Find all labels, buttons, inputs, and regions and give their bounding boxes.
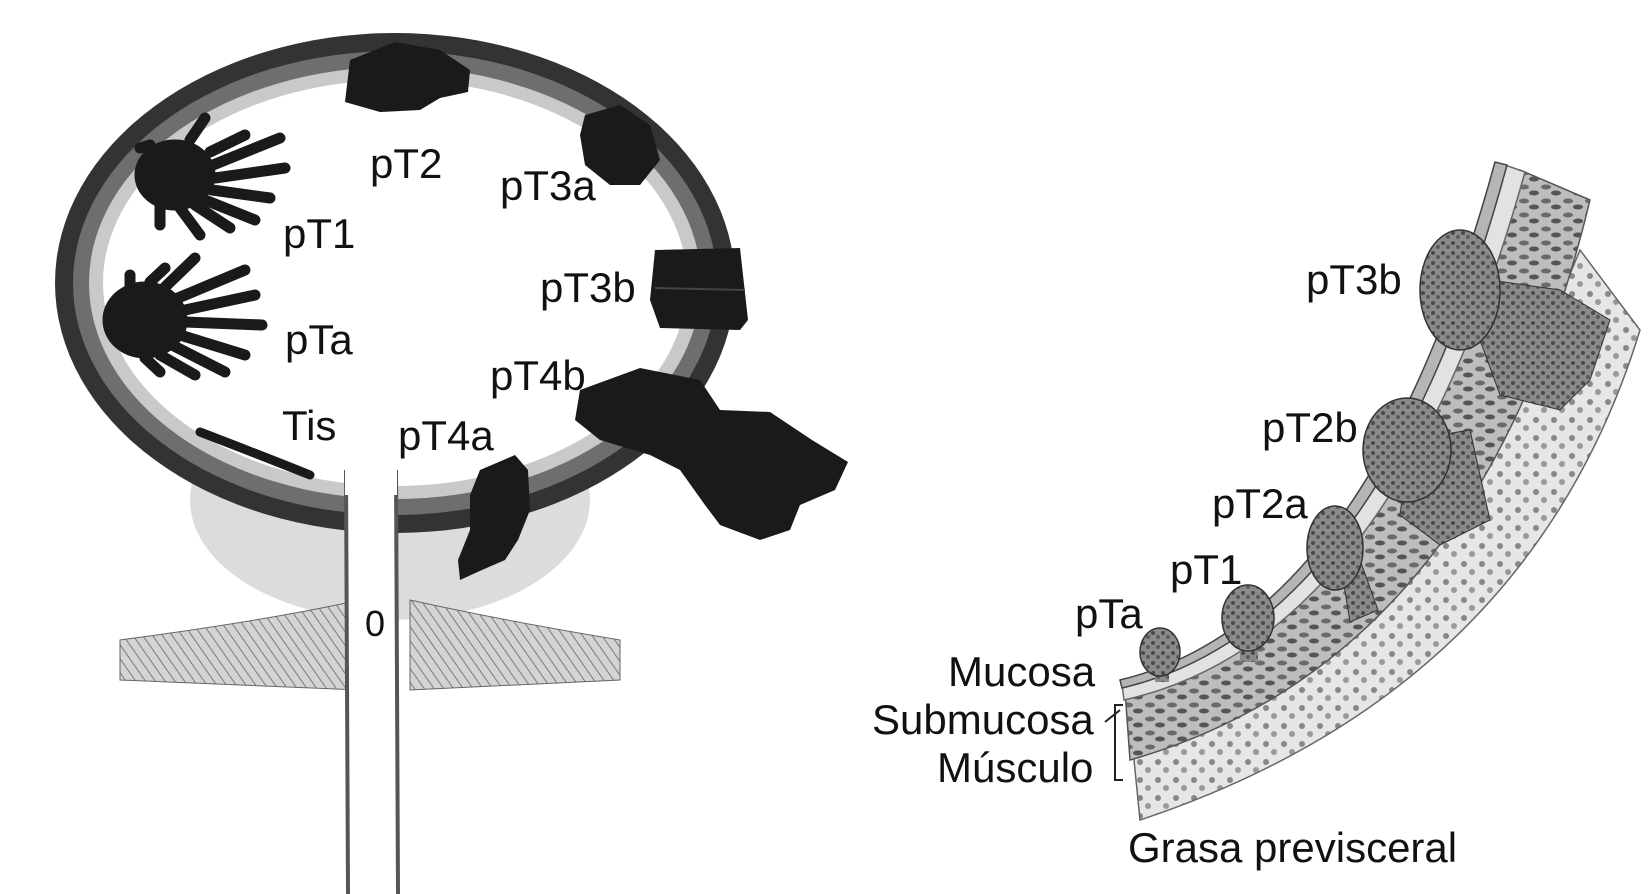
label-wall-pTa: pTa <box>1075 590 1143 637</box>
label-wall-pT2b: pT2b <box>1262 404 1358 451</box>
musculo-bracket <box>1115 705 1123 780</box>
label-pT1: pT1 <box>283 210 355 257</box>
label-pT3a: pT3a <box>500 162 596 209</box>
bladder-diagram: pT2 pT3a pT1 pT3b pTa pT4b Tis pT4a 0 <box>55 33 848 894</box>
label-Tis: Tis <box>282 402 336 449</box>
urethra-right-wall <box>396 470 398 894</box>
label-submucosa: Submucosa <box>872 696 1094 743</box>
label-musculo: Músculo <box>937 744 1093 791</box>
urethra-left-wall <box>346 470 348 894</box>
label-grasa-previsceral: Grasa previsceral <box>1128 824 1457 871</box>
label-pT3b: pT3b <box>540 264 636 311</box>
submucosa-tick <box>1105 710 1120 722</box>
label-pT4a: pT4a <box>398 412 494 459</box>
label-wall-pT1: pT1 <box>1170 546 1242 593</box>
label-zero: 0 <box>365 603 385 644</box>
label-pT2: pT2 <box>370 140 442 187</box>
label-pT4b: pT4b <box>490 352 586 399</box>
label-wall-pT3b: pT3b <box>1306 256 1402 303</box>
label-pTa: pTa <box>285 316 353 363</box>
wall-diagram: pT3b pT2b pT2a pT1 pTa Mucosa Submucosa … <box>872 162 1640 871</box>
label-mucosa: Mucosa <box>948 648 1096 695</box>
label-wall-pT2a: pT2a <box>1212 480 1308 527</box>
urethra <box>345 470 397 894</box>
